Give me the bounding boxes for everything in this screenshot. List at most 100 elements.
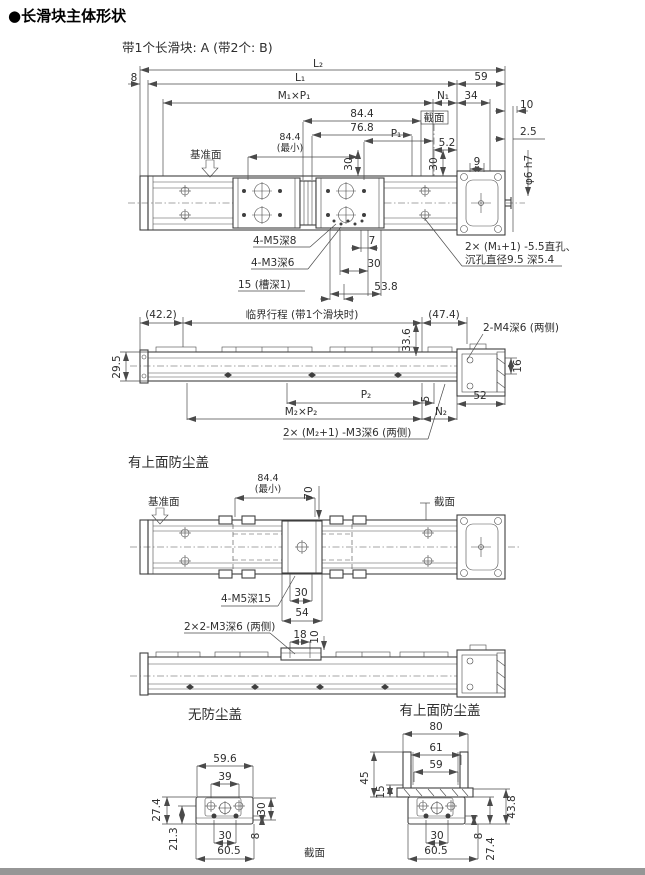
footer-divider-bar [0,868,645,875]
label-4-m3-6: 4-M3深6 [251,257,295,269]
dim-43-8: 43.8 [506,795,518,818]
dim-18: 18 [293,629,306,641]
dim-30-bottom-right: 30 [430,830,443,842]
dim-5-2: 5.2 [439,137,456,149]
dim-16: 16 [512,359,524,373]
dim-84-4-cover-note: (最小) [255,484,281,495]
dim-80: 80 [429,721,442,733]
dim-P2: P₂ [361,389,372,401]
cover-side-body [147,656,458,695]
label-2-m4-6: 2-M4深6 (两侧) [483,321,559,334]
dim-30-cover: 30 [294,587,307,599]
cs-left-base [195,796,254,825]
datum-arrow-icon [201,159,219,178]
datum-arrow-icon [151,507,169,525]
cs-right-bolts [417,800,457,815]
cover-end-block [456,514,506,580]
dim-60-5: 60.5 [217,845,240,857]
dim-21-3: 21.3 [168,827,180,850]
cover-rail-holes [179,527,434,567]
dim-76-8: 76.8 [350,122,373,134]
dim-60-5-right: 60.5 [424,845,447,857]
dim-84-4-min: 84.4 [279,132,300,143]
cover-side-diamonds [186,684,389,690]
view3-dimensions [151,486,430,624]
cs-right-dims [371,731,509,862]
view4-dimensions [184,632,327,655]
dim-59: 59 [474,71,487,83]
dim-8-right-cs: 8 [473,833,485,840]
cover-center-block [281,520,323,574]
slider-block-2 [315,177,385,229]
dim-2-5: 2.5 [520,126,537,138]
page-subtitle: 带1个长滑块: A (带2个: B) [122,40,273,55]
dim-84-4-cover: 84.4 [257,473,278,484]
slider-coupling [299,180,317,226]
view2-side-no-cover: (42.2) 临界行程 (带1个滑块时) (47.4) 2-M4深6 (两侧) … [111,308,559,440]
view2-dimensions [123,320,514,440]
dim-30-bottom: 30 [218,830,231,842]
dim-52: 52 [473,390,486,402]
side-rail-body [147,351,458,382]
dim-27-4-right: 27.4 [485,837,497,861]
cover-side-strips [155,651,449,658]
cs-left-bolts [205,800,245,815]
side-end-block [456,343,506,397]
section-heading-with-cover: 有上面防尘盖 [400,703,481,719]
label-slot: 15 (槽深1) [238,279,291,291]
cover-clamp-box [280,647,322,661]
dim-7: 7 [369,235,376,247]
view3-plan-with-cover: 有上面防尘盖 [128,455,520,624]
datum-label: 基准面 [190,148,222,161]
dim-N2: N₂ [435,406,447,418]
label-m2-holes: 2× (M₂+1) -M3深6 (两侧) [283,426,411,439]
label-critical-stroke: 临界行程 (带1个滑块时) [246,308,359,321]
rail-mount-holes [179,185,431,221]
dim-34: 34 [464,90,478,102]
dim-30-c: 30 [367,258,380,270]
dim-N1: N₁ [437,90,449,102]
dim-10: 10 [520,99,533,111]
dim-9: 9 [474,156,481,168]
label-2x2-m3: 2×2-M3深6 (两侧) [184,620,275,633]
dim-L1: L₁ [295,72,305,84]
dim-10-cover: 10 [309,630,321,643]
cross-section-no-cover: 59.6 39 27.4 21.3 30 8 30 60.5 [151,753,276,862]
cs-left-dims [164,763,274,862]
label-holes-line2: 沉孔直径9.5 深5.4 [465,253,555,266]
dim-M2xP2: M₂×P₂ [285,406,318,418]
page-title: ●长滑块主体形状 [8,7,127,25]
dim-42-2: (42.2) [145,309,177,321]
dim-L2: L₂ [313,58,323,70]
dim-70: 70 [303,486,315,499]
view4-side-with-cover: 2×2-M3深6 (两侧) 18 10 [130,620,506,698]
section-heading-cover: 有上面防尘盖 [128,455,209,471]
cover-clips [218,515,367,579]
cross-section-with-cover: 80 61 59 45 15 43.8 30 8 27.4 60.5 [359,721,518,862]
section-label-bottom: 截面 [304,846,325,859]
dim-39: 39 [218,771,231,783]
label-4-m5-8: 4-M5深8 [253,235,296,247]
dim-30-b: 30 [428,157,440,170]
dim-8: 8 [131,72,138,84]
section-heading-no-cover: 无防尘盖 [188,707,242,723]
dim-33-6: 33.6 [401,328,413,352]
dim-27-4-left: 27.4 [151,798,163,822]
cs-right-base [407,796,466,825]
dim-84-4: 84.4 [350,108,374,120]
dim-8-left-cs: 8 [250,833,262,840]
dim-5: 5 [420,396,432,403]
dim-59-cs: 59 [429,759,442,771]
dim-M1xP1: M₁×P₁ [278,90,311,102]
dim-53-8: 53.8 [374,281,397,293]
dim-45: 45 [359,771,371,784]
cs-right-cover [396,751,474,798]
dim-59-6: 59.6 [213,753,237,765]
dim-P1: P₁ [391,128,402,140]
dim-54: 54 [295,607,309,619]
label-4-m5-15: 4-M5深15 [221,593,271,605]
view1-dimensions [128,67,562,302]
dim-84-4-min-note: (最小) [277,143,303,154]
side-diamond-marks [224,372,402,378]
section-label-cover: 截面 [434,495,455,508]
